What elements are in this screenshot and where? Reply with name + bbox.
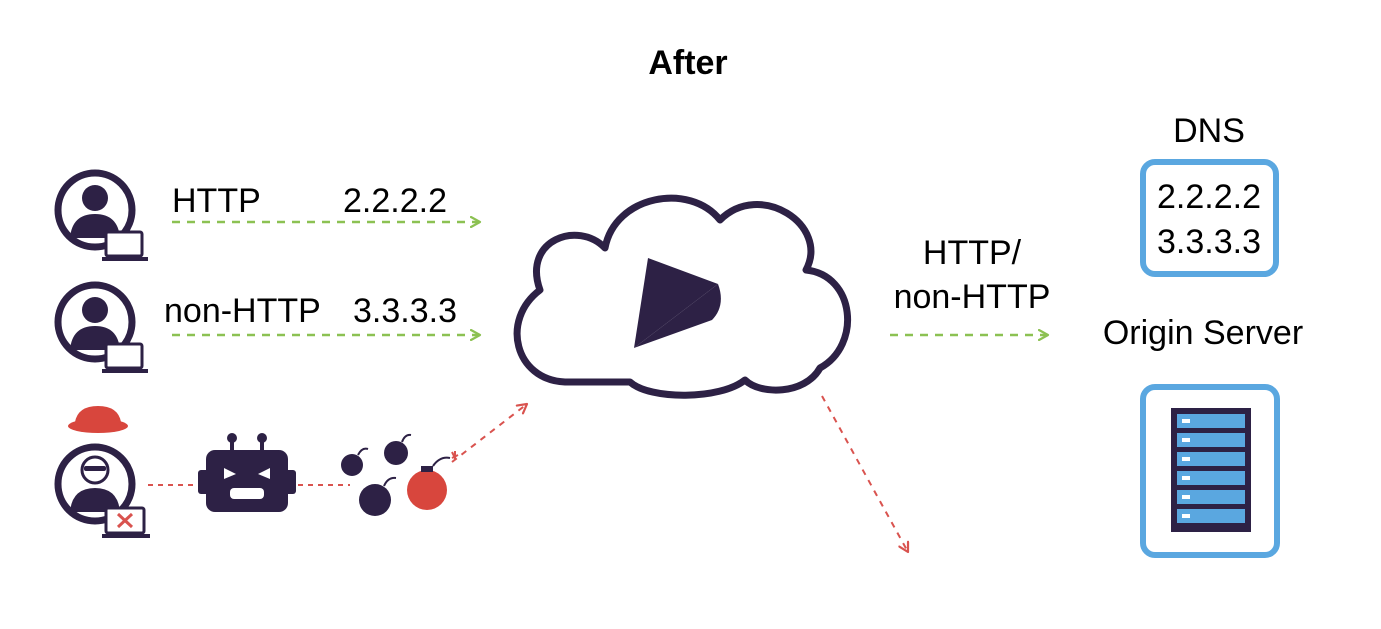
server-slot-led [1182,514,1190,518]
client-1-user-laptop-icon [54,169,148,261]
server-slot-led [1182,457,1190,461]
dns-box [1140,159,1279,277]
dns-record-2: 3.3.3.3 [1157,223,1261,261]
outbound-label-line2: non-HTTP [894,278,1051,316]
dns-record-1: 2.2.2.2 [1157,178,1261,216]
cloud-logo-icon [513,194,852,399]
server-slot [1177,509,1245,523]
dns-label: DNS [1173,112,1245,150]
server-slot-led [1182,476,1190,480]
bot-icon [198,433,296,512]
server-slot-led [1182,419,1190,423]
client-2-protocol-label: non-HTTP [164,292,321,330]
server-slot-led [1182,438,1190,442]
server-slot [1177,433,1245,447]
attack-arrow-in [451,404,527,463]
blocked-laptop-icon [102,506,150,538]
server-rack-icon [1171,408,1251,532]
server-slot [1177,490,1245,504]
bomb-icon [341,433,459,516]
diagram-title: After [648,44,727,82]
server-slot [1177,471,1245,485]
hacker-hat-icon [68,406,128,433]
client-2-user-laptop-icon [54,281,148,373]
attack-arrow-out [821,395,908,552]
client-1-protocol-label: HTTP [172,182,261,220]
server-slot [1177,452,1245,466]
origin-server-label: Origin Server [1103,314,1303,352]
server-slot [1177,414,1245,428]
client-2-ip-label: 3.3.3.3 [353,292,457,330]
client-1-ip-label: 2.2.2.2 [343,182,447,220]
server-slot-led [1182,495,1190,499]
hacker-user-icon [54,443,136,525]
outbound-label-line1: HTTP/ [923,234,1022,272]
